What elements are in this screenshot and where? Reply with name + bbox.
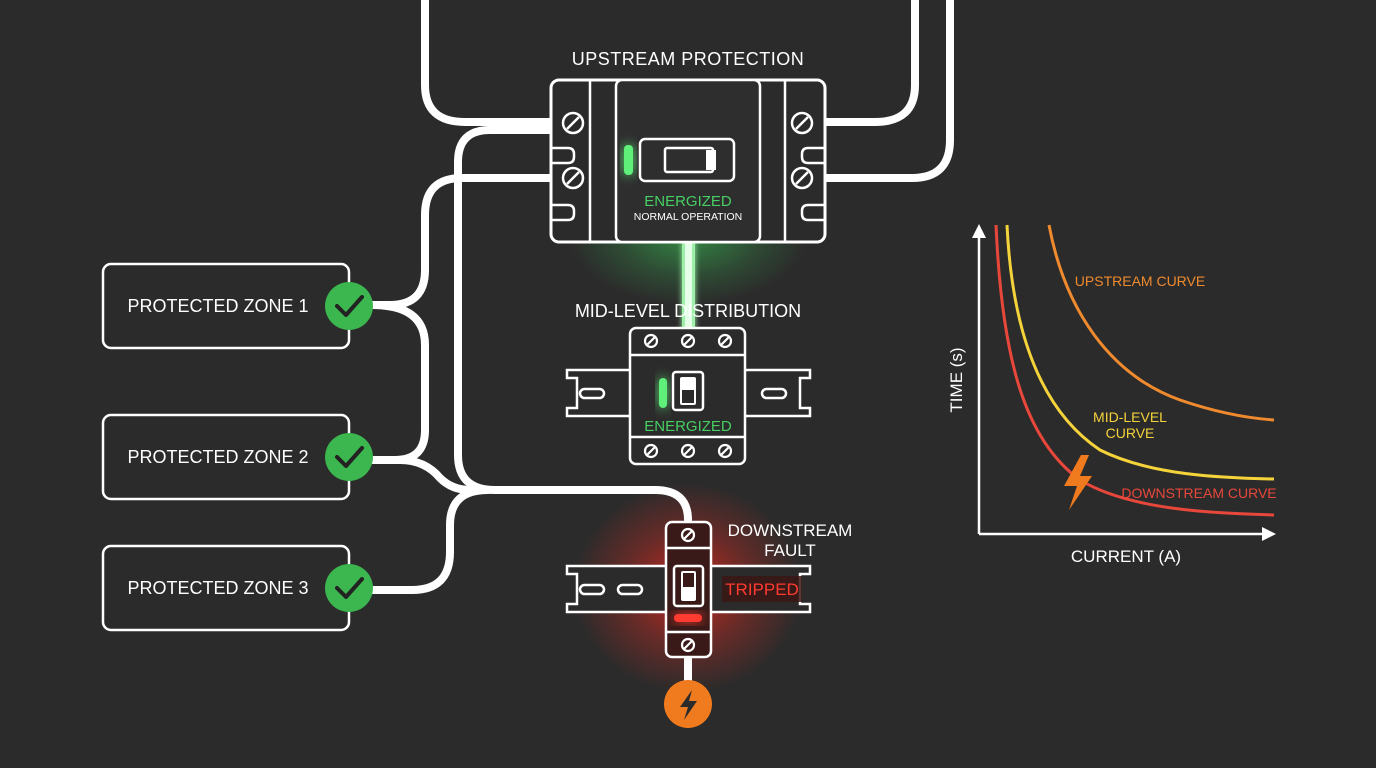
zone-3-label: PROTECTED ZONE 3 (127, 578, 308, 598)
zone3-wire (368, 486, 492, 594)
wiring (368, 0, 954, 684)
lightning-icon (680, 690, 697, 720)
zone2-tie (368, 456, 474, 494)
upstream-status: ENERGIZED (644, 193, 732, 210)
upstream-curve-line (1047, 224, 1275, 422)
screw-icon (790, 111, 814, 135)
rail-slot (616, 583, 644, 596)
mid-curve-label-2: CURVE (1106, 425, 1155, 441)
lightning-icon (1064, 455, 1092, 510)
mid-title: MID-LEVEL DISTRIBUTION (575, 301, 801, 321)
tripped-badge (722, 576, 802, 602)
x-axis-arrow (1262, 527, 1276, 541)
upstream-switch-toggle (706, 150, 716, 170)
upstream-status-led (624, 145, 633, 175)
zone-2[interactable]: PROTECTED ZONE 2 (101, 413, 373, 501)
upstream-breaker[interactable] (549, 78, 827, 244)
y-axis-label: TIME (s) (947, 347, 966, 412)
mid-switch-icon[interactable] (671, 370, 705, 412)
mid-breaker[interactable] (565, 326, 812, 466)
downstream-curve-label: DOWNSTREAM CURVE (1121, 485, 1276, 501)
mid-curve-label-1: MID-LEVEL (1093, 409, 1167, 425)
downstream-switch-icon[interactable] (672, 564, 705, 608)
mid-curve-line (1005, 224, 1275, 481)
mid-breaker-housing (628, 326, 747, 466)
time-current-chart: UPSTREAM CURVE MID-LEVEL CURVE DOWNSTREA… (947, 224, 1277, 566)
zone-2-label: PROTECTED ZONE 2 (127, 447, 308, 467)
downstream-terminals (680, 527, 696, 653)
screw-icon (643, 333, 659, 349)
zone-3[interactable]: PROTECTED ZONE 3 (101, 544, 373, 632)
mid-status-led (659, 378, 667, 408)
upstream-curve-label: UPSTREAM CURVE (1075, 273, 1205, 289)
screw-icon (680, 333, 696, 349)
screw-icon (561, 111, 585, 135)
feed-wire-left (421, 0, 556, 126)
rail-slot (578, 583, 606, 596)
zone-1-status (325, 282, 373, 330)
downstream-title-line1: DOWNSTREAM (728, 521, 853, 540)
mid-terminals (643, 333, 733, 459)
downstream-status-led (674, 614, 702, 622)
check-icon (335, 295, 364, 317)
downstream-title-line2: FAULT (764, 541, 816, 560)
check-icon (335, 577, 364, 599)
upstream-title: UPSTREAM PROTECTION (572, 49, 805, 69)
screw-icon (717, 443, 733, 459)
screw-icon (643, 443, 659, 459)
rail-slot (578, 387, 606, 400)
screw-icon (790, 166, 814, 190)
upstream-faceplate (614, 78, 762, 244)
check-icon (335, 446, 364, 468)
upstream-terminals (551, 111, 825, 222)
feed-wire-right-2 (821, 0, 954, 182)
energized-link-core (685, 242, 692, 330)
zone-1-label: PROTECTED ZONE 1 (127, 296, 308, 316)
zone-2-status (325, 433, 373, 481)
rail-slot (760, 387, 788, 400)
downstream-status: TRIPPED (725, 580, 799, 599)
screw-icon (680, 637, 696, 653)
fault-source (664, 680, 712, 728)
zone-1[interactable]: PROTECTED ZONE 1 (101, 262, 373, 350)
zone2-wire (368, 301, 429, 464)
mid-status: ENERGIZED (644, 418, 732, 435)
screw-icon (561, 166, 585, 190)
screw-icon (680, 443, 696, 459)
zone-3-status (325, 564, 373, 612)
screw-icon (680, 527, 696, 543)
screw-icon (717, 333, 733, 349)
upstream-switch-icon[interactable] (638, 137, 736, 183)
feed-wire-right-1 (821, 0, 919, 126)
x-axis-label: CURRENT (A) (1071, 547, 1181, 566)
y-axis-arrow (972, 224, 986, 238)
upstream-substatus: NORMAL OPERATION (634, 211, 743, 223)
bus-to-downstream (454, 126, 692, 524)
zone1-wire (368, 174, 556, 309)
